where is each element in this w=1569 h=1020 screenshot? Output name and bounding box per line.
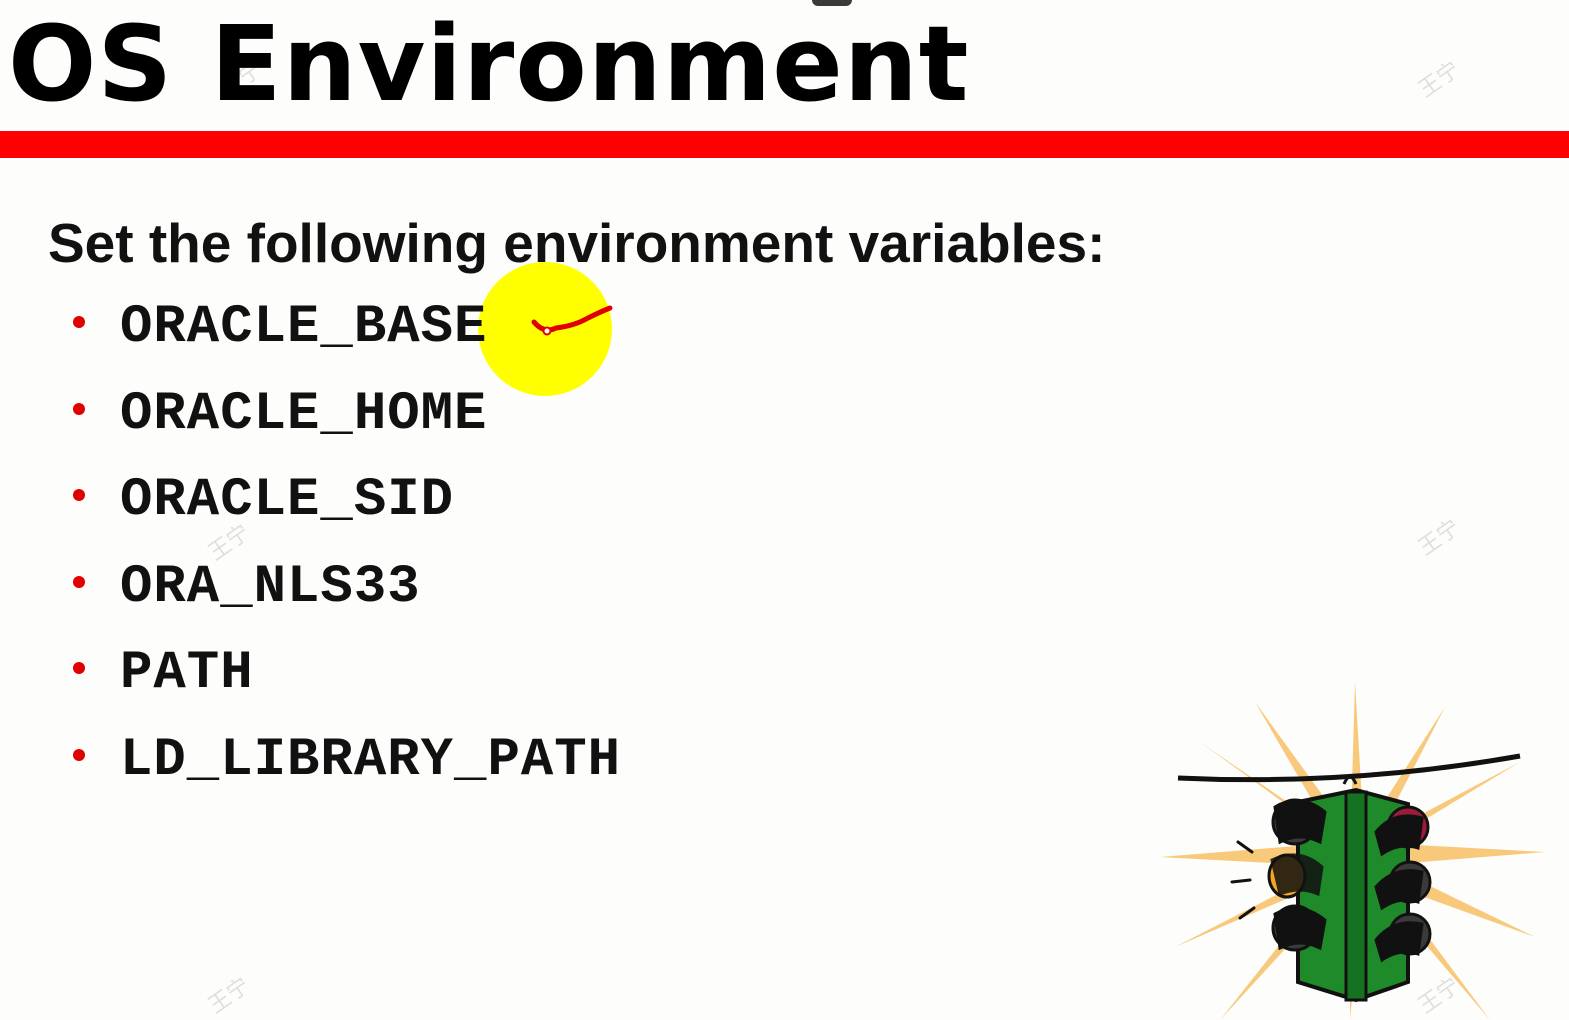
checkmark-annotation-icon	[531, 305, 613, 336]
variable-name: ORA_NLS33	[120, 556, 421, 618]
bullet-icon	[73, 402, 85, 415]
traffic-light-icon	[1160, 682, 1545, 1020]
variable-name: ORACLE_HOME	[120, 383, 488, 445]
bullet-icon	[73, 662, 85, 674]
variable-name: PATH	[120, 643, 254, 704]
bullet-icon	[73, 748, 85, 761]
slide-title: OS Environment	[8, 3, 970, 125]
title-underline-rule	[0, 131, 1569, 158]
watermark: 王宁	[1414, 57, 1465, 103]
bullet-icon	[73, 316, 85, 328]
variable-name: ORACLE_BASE	[120, 297, 488, 358]
intro-text: Set the following environment variables:	[48, 212, 1106, 274]
watermark: 王宁	[204, 973, 255, 1019]
watermark: 王宁	[1414, 515, 1465, 561]
top-tab-handle[interactable]	[812, 0, 852, 6]
bullet-icon	[73, 489, 85, 501]
variable-name: LD_LIBRARY_PATH	[120, 729, 622, 791]
bullet-icon	[73, 575, 85, 588]
variable-name: ORACLE_SID	[120, 470, 455, 531]
